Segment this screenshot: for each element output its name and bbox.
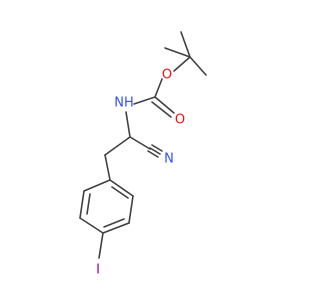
ring-bond-2: [128, 195, 134, 224]
bond-O-carbonylC: [154, 78, 163, 98]
ring-bond-4: [79, 217, 104, 234]
ring-inner-3: [86, 193, 91, 215]
ring-inner-1: [111, 186, 129, 199]
atom-label-nitrile-n: N: [164, 152, 174, 167]
bond-tbu-methyl-top: [180, 31, 191, 58]
ring-bond-1: [109, 179, 134, 197]
bond-CH2-ring: [104, 154, 111, 181]
bond-nitrile-2: [151, 144, 163, 152]
bond-carbonyl-double-2: [151, 101, 172, 118]
atom-label-oxygen-carbonyl: O: [175, 113, 185, 128]
atom-label-amide-nh: NH: [114, 96, 134, 111]
bond-N-CH: [125, 111, 131, 138]
bond-tbu-methyl-left: [164, 47, 191, 58]
bond-carbonylC-N: [133, 96, 156, 105]
bond-CH-CH2: [104, 136, 131, 156]
molecule-diagram: O O NH N I: [79, 31, 207, 278]
atom-label-oxygen-ether: O: [162, 68, 172, 83]
ring-bond-3: [102, 222, 130, 234]
ring-bond-6: [83, 179, 111, 192]
structure-drawing: O O NH N I: [79, 31, 207, 278]
ring-bond-5: [79, 190, 85, 219]
bond-ring-I: [98, 232, 104, 259]
bond-nitrile-3: [147, 150, 159, 158]
bond-tbu-O: [173, 56, 191, 72]
bond-carbonyl-double-1: [154, 96, 175, 114]
ring-inner-2: [103, 218, 125, 228]
bond-tbu-methyl-right: [189, 56, 207, 76]
atom-label-iodine: I: [96, 263, 100, 278]
bond-nitrile-1: [149, 147, 161, 155]
bond-CH-CN: [129, 136, 151, 150]
